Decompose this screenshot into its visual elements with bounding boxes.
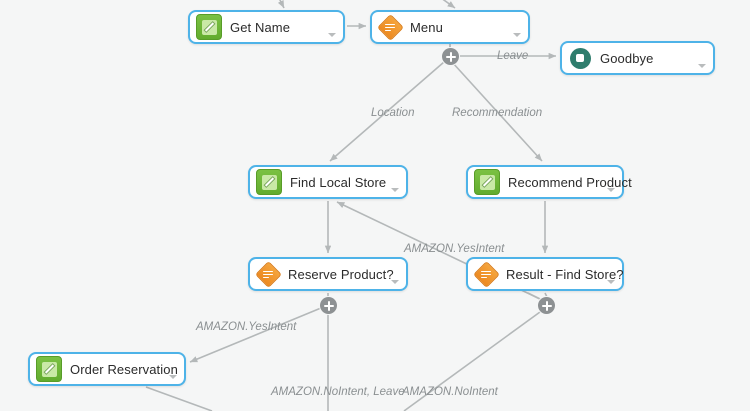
edit-icon-pad (201, 19, 217, 35)
intent-icon (376, 13, 404, 41)
edit-icon-pad (479, 174, 495, 190)
plus-icon-vertical (545, 300, 548, 311)
edge-label-amazon-yesintent-low: AMAZON.YesIntent (196, 321, 297, 333)
intent-icon (254, 260, 282, 288)
edit-icon-pencil (480, 175, 494, 188)
node-label: Get Name (230, 19, 291, 35)
edit-icon (474, 169, 500, 195)
chevron-down-icon[interactable] (169, 375, 177, 379)
node-label: Find Local Store (290, 174, 387, 190)
intent-icon-diamond (472, 260, 500, 288)
edit-icon-pencil (202, 20, 216, 33)
edge-label-recommendation: Recommendation (452, 107, 543, 119)
node-label: Menu (410, 19, 443, 35)
edit-icon-pencil (262, 175, 276, 188)
edge-junctionleft-orderreservation (189, 307, 322, 363)
edge-label-amazon-nointent-leave: AMAZON.NoIntent, Leave (271, 386, 405, 398)
chevron-down-icon[interactable] (328, 33, 336, 37)
node-get-name[interactable]: Get Name (188, 10, 345, 44)
node-label: Goodbye (600, 50, 654, 66)
edit-icon-pencil (42, 362, 56, 375)
junction-menu[interactable] (442, 48, 459, 65)
edit-icon-pad (41, 361, 57, 377)
node-result-find-store[interactable]: Result - Find Store? (466, 257, 624, 291)
edge-label-amazon-yesintent-mid: AMAZON.YesIntent (404, 243, 505, 255)
edge-label-location: Location (371, 107, 415, 119)
junction-right[interactable] (538, 297, 555, 314)
node-menu[interactable]: Menu (370, 10, 530, 44)
edge-label-leave: Leave (497, 50, 529, 62)
node-label: Recommend Product (508, 174, 632, 190)
edge-incoming-get-name (277, 0, 285, 9)
node-label: Result - Find Store? (506, 266, 624, 282)
edit-icon (36, 356, 62, 382)
node-goodbye[interactable]: Goodbye (560, 41, 715, 75)
junction-left[interactable] (320, 297, 337, 314)
intent-icon (472, 260, 500, 288)
end-icon-circle (569, 47, 591, 69)
node-label: Order Reservation (70, 361, 178, 377)
edit-icon-pad (261, 174, 277, 190)
intent-icon-lines (384, 23, 396, 32)
edge-incoming-menu (442, 0, 456, 9)
node-recommend-product[interactable]: Recommend Product (466, 165, 632, 199)
plus-icon-vertical (449, 51, 452, 62)
node-reserve-product[interactable]: Reserve Product? (248, 257, 408, 291)
end-icon-square (576, 54, 584, 62)
chevron-down-icon[interactable] (391, 280, 399, 284)
edit-icon (256, 169, 282, 195)
node-find-local-store[interactable]: Find Local Store (248, 165, 408, 199)
plus-icon-vertical (327, 300, 330, 311)
chevron-down-icon[interactable] (391, 188, 399, 192)
chevron-down-icon[interactable] (698, 64, 706, 68)
intent-icon-diamond (254, 260, 282, 288)
edge-orderreservation-down (145, 386, 213, 411)
chevron-down-icon[interactable] (607, 280, 615, 284)
chevron-down-icon[interactable] (607, 188, 615, 192)
intent-icon-lines (480, 270, 492, 279)
node-label: Reserve Product? (288, 266, 394, 282)
intent-icon-diamond (376, 13, 404, 41)
chevron-down-icon[interactable] (513, 33, 521, 37)
intent-icon-lines (262, 270, 274, 279)
edge-label-amazon-nointent: AMAZON.NoIntent (402, 386, 498, 398)
edit-icon (196, 14, 222, 40)
node-order-reservation[interactable]: Order Reservation (28, 352, 186, 386)
end-icon (568, 46, 592, 70)
